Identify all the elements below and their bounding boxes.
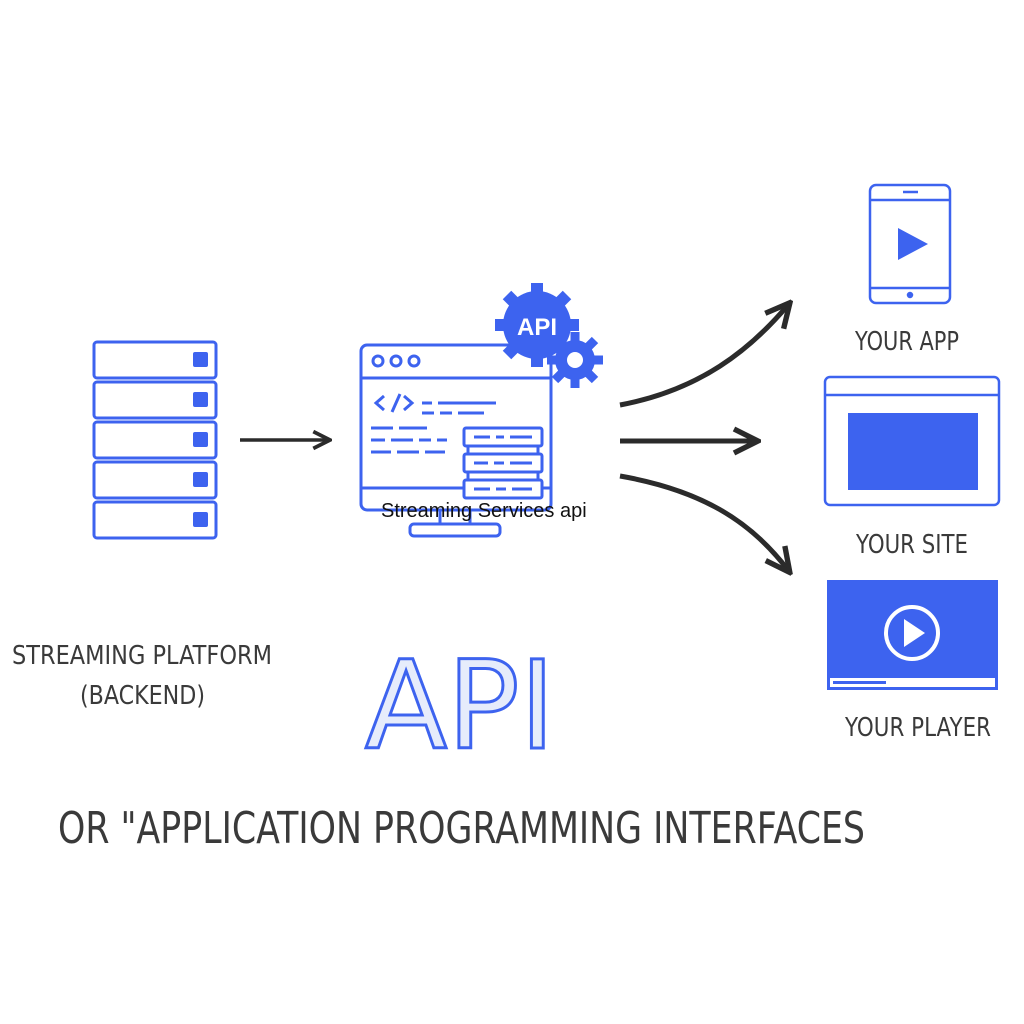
target-label-app: YOUR APP xyxy=(854,327,959,357)
api-caption: Streaming Services api xyxy=(381,500,587,522)
target-label-player: YOUR PLAYER xyxy=(844,713,991,743)
target-label-site: YOUR SITE xyxy=(855,530,968,560)
output-arrows xyxy=(619,305,788,570)
api-subtitle: OR "APPLICATION PROGRAMMING INTERFACES xyxy=(58,803,865,854)
backend-sublabel: (BACKEND) xyxy=(80,681,205,711)
backend-label: STREAMING PLATFORM xyxy=(12,641,272,671)
video-player-icon xyxy=(827,580,998,690)
api-title: API xyxy=(365,635,555,777)
tablet-play-icon xyxy=(868,183,952,305)
code-monitor-icon xyxy=(359,343,553,538)
gear-icon: API xyxy=(495,283,603,388)
server-stack-icon xyxy=(92,340,218,540)
gear-api-label: API xyxy=(517,314,557,341)
browser-window-icon xyxy=(823,375,1001,507)
